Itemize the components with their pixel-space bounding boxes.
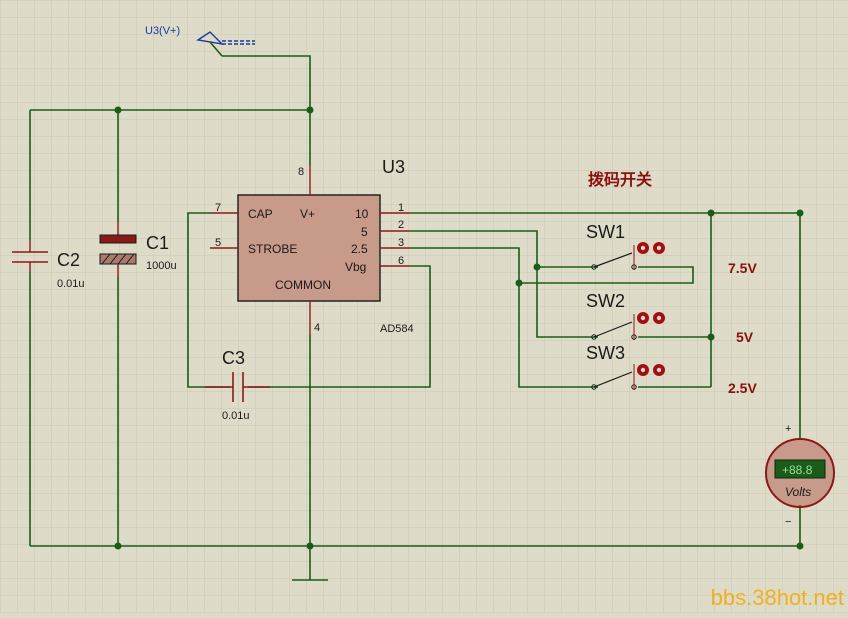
sw2-switch[interactable]: SW2: [586, 291, 665, 340]
u3-ref: U3: [382, 157, 405, 177]
sw1-ref: SW1: [586, 222, 625, 242]
voltmeter[interactable]: + − +88.8 Volts: [765, 423, 835, 528]
u3-pin-strobe-label: STROBE: [248, 242, 297, 256]
wires: [29, 55, 801, 580]
u3-pin-25-label: 2.5: [351, 242, 368, 256]
pin-num-out5: 2: [398, 219, 404, 231]
pin-num-out10: 1: [398, 202, 404, 214]
u3-pin-10-label: 10: [355, 207, 369, 221]
junction-dots: [114, 106, 804, 550]
c1-capacitor[interactable]: C1 1000u: [99, 222, 177, 277]
u3-pin-vplus-label: V+: [300, 207, 315, 221]
sw2-ref: SW2: [586, 291, 625, 311]
c3-capacitor[interactable]: C3 0.01u: [205, 348, 270, 422]
voltmeter-minus: −: [785, 516, 791, 528]
u3-part: AD584: [380, 323, 414, 335]
u3-pin-vbg-label: Vbg: [345, 260, 366, 274]
pin-num-vbg: 6: [398, 255, 404, 267]
u3-pin-common-label: COMMON: [275, 278, 331, 292]
dip-switch-title: 拨码开关: [588, 170, 652, 189]
c2-value: 0.01u: [57, 278, 85, 290]
sw3-ref: SW3: [586, 343, 625, 363]
voltage-label-75: 7.5V: [728, 260, 757, 276]
terminal-label: U3(V+): [145, 25, 180, 37]
pin-num-vplus: 8: [298, 166, 304, 178]
sw3-switch[interactable]: SW3: [586, 343, 665, 390]
voltmeter-plus: +: [785, 423, 791, 435]
voltmeter-display: [774, 459, 826, 479]
c3-ref: C3: [222, 348, 245, 368]
u3-body: [237, 194, 381, 302]
c2-ref: C2: [57, 250, 80, 270]
watermark: bbs.38hot.net: [710, 585, 844, 610]
u3-pin-cap-label: CAP: [248, 207, 273, 221]
c1-ref: C1: [146, 233, 169, 253]
voltmeter-unit: Volts: [785, 485, 811, 499]
voltmeter-readout: +88.8: [782, 463, 813, 477]
c2-capacitor[interactable]: C2 0.01u: [12, 240, 85, 290]
pin-num-out25: 3: [398, 237, 404, 249]
u3-pin-5-label: 5: [361, 225, 368, 239]
sw1-switch[interactable]: SW1: [586, 222, 665, 270]
voltage-label-5: 5V: [736, 329, 754, 345]
u3-chip[interactable]: U3 AD584 CAP STROBE V+ COMMON 10 5 2.5 V…: [210, 157, 414, 335]
pin-num-strobe: 5: [215, 237, 221, 249]
pin-num-cap: 7: [215, 202, 221, 214]
voltage-label-25: 2.5V: [728, 380, 757, 396]
c3-value: 0.01u: [222, 410, 250, 422]
power-terminal[interactable]: U3(V+): [145, 25, 255, 57]
c1-value: 1000u: [146, 260, 177, 272]
pin-num-common: 4: [314, 322, 320, 334]
